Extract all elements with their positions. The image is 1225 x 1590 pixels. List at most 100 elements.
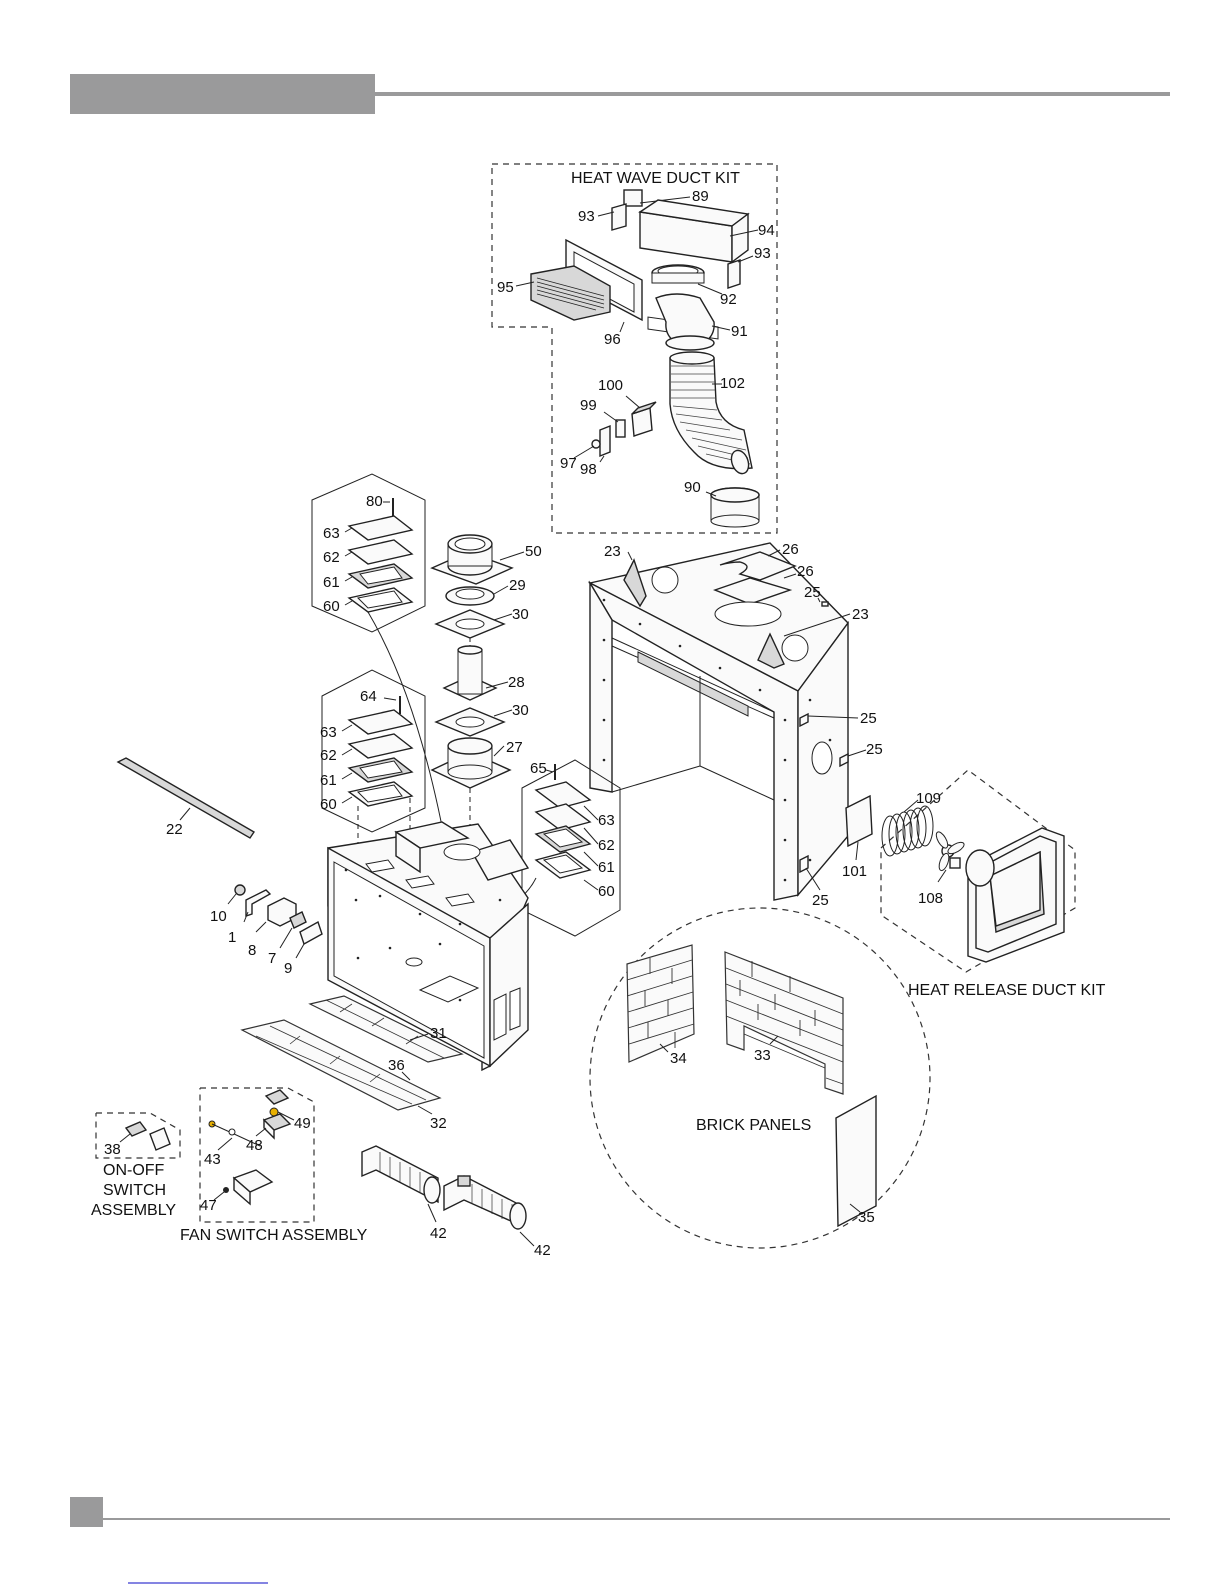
part-47-fan-switch-body: 47	[200, 1170, 272, 1214]
svg-text:92: 92	[720, 291, 737, 308]
svg-text:91: 91	[731, 323, 748, 340]
svg-text:47: 47	[200, 1197, 217, 1214]
svg-text:38: 38	[104, 1141, 121, 1158]
onoff-title-line3: ASSEMBLY	[91, 1202, 176, 1219]
part-10-grommet: 10	[210, 885, 245, 925]
part-90-duct-collar: 90	[684, 479, 759, 527]
part-48-heatsink: 48	[246, 1114, 290, 1154]
baffle-stack-mid: 64 63 62 61 60	[320, 670, 425, 850]
svg-text:97: 97	[560, 455, 577, 472]
svg-text:90: 90	[684, 479, 701, 496]
svg-text:63: 63	[323, 525, 340, 542]
flue-assembly: 50 29 30 28 30	[432, 535, 542, 836]
onoff-switch-assembly: 38 ON-OFF SWITCH ASSEMBLY	[91, 1113, 180, 1219]
svg-text:34: 34	[670, 1050, 687, 1067]
svg-text:10: 10	[210, 908, 227, 925]
part-22-trim-rail: 22	[118, 758, 254, 838]
svg-text:42: 42	[534, 1242, 551, 1259]
svg-text:93: 93	[578, 208, 595, 225]
svg-text:49: 49	[294, 1115, 311, 1132]
svg-text:1: 1	[228, 929, 236, 946]
svg-text:62: 62	[320, 747, 337, 764]
part-34-side-brick-panel: 34	[627, 945, 694, 1067]
fan-switch-title: FAN SWITCH ASSEMBLY	[180, 1227, 368, 1244]
svg-text:50: 50	[525, 543, 542, 560]
svg-text:33: 33	[754, 1047, 771, 1064]
part-102-flex-duct: 102	[670, 352, 752, 476]
part-38-switch: 38	[104, 1122, 170, 1158]
svg-text:108: 108	[918, 890, 943, 907]
svg-text:94: 94	[758, 222, 775, 239]
part-29-gasket-ring: 29	[446, 577, 526, 605]
svg-text:8: 8	[248, 942, 256, 959]
heat-wave-kit-title: HEAT WAVE DUCT KIT	[571, 170, 740, 187]
svg-text:109: 109	[916, 790, 941, 807]
part-35-floor-panel: 35	[836, 1096, 876, 1226]
svg-text:28: 28	[508, 674, 525, 691]
svg-text:98: 98	[580, 461, 597, 478]
heat-wave-duct-kit: HEAT WAVE DUCT KIT 89 94 93 93	[492, 164, 777, 533]
fan-switch-assembly: FAN SWITCH ASSEMBLY 49 48 43 47	[180, 1088, 368, 1244]
svg-text:65: 65	[530, 760, 547, 777]
svg-text:32: 32	[430, 1115, 447, 1132]
svg-text:95: 95	[497, 279, 514, 296]
svg-text:25: 25	[804, 584, 821, 601]
part-42-blower-right: 42	[444, 1176, 551, 1259]
brick-panels-kit: BRICK PANELS 34	[568, 886, 952, 1270]
part-80-screw: 80	[366, 493, 393, 517]
svg-text:25: 25	[860, 710, 877, 727]
svg-text:60: 60	[320, 796, 337, 813]
svg-text:23: 23	[852, 606, 869, 623]
svg-text:26: 26	[797, 563, 814, 580]
svg-text:26: 26	[782, 541, 799, 558]
firebox	[328, 822, 528, 1070]
onoff-title-line2: SWITCH	[103, 1182, 166, 1199]
part-42-blower-left: 42	[362, 1146, 447, 1242]
part-93-bracket-left: 93	[578, 204, 626, 230]
heat-release-duct-kit: HEAT RELEASE DUCT KIT 109 108	[881, 770, 1106, 999]
part-61-frame-a: 61	[323, 564, 412, 591]
svg-text:31: 31	[430, 1025, 447, 1042]
part-60-glass-a: 60	[323, 588, 412, 615]
svg-text:23: 23	[604, 543, 621, 560]
header-rule	[375, 92, 1170, 96]
svg-text:100: 100	[598, 377, 623, 394]
svg-text:48: 48	[246, 1137, 263, 1154]
svg-text:63: 63	[320, 724, 337, 741]
part-9-cover-plate: 9	[284, 922, 322, 977]
footer-rule	[103, 1518, 1170, 1520]
svg-text:22: 22	[166, 821, 183, 838]
svg-text:61: 61	[598, 859, 615, 876]
svg-text:63: 63	[598, 812, 615, 829]
svg-text:35: 35	[858, 1209, 875, 1226]
svg-text:25: 25	[812, 892, 829, 909]
svg-text:43: 43	[204, 1151, 221, 1168]
svg-text:27: 27	[506, 739, 523, 756]
header-band	[70, 74, 375, 114]
part-108-fan: 108	[918, 830, 966, 907]
svg-text:64: 64	[360, 688, 377, 705]
part-27-collar: 27	[432, 738, 523, 788]
svg-text:62: 62	[598, 837, 615, 854]
svg-text:89: 89	[692, 188, 709, 205]
svg-text:29: 29	[509, 577, 526, 594]
outer-casing: 23 23 26 26 25 25	[590, 541, 883, 909]
part-30-gasket-top: 30	[436, 606, 529, 638]
svg-text:60: 60	[598, 883, 615, 900]
onoff-title-line1: ON-OFF	[103, 1162, 165, 1179]
svg-text:93: 93	[754, 245, 771, 262]
svg-text:36: 36	[388, 1057, 405, 1074]
svg-text:62: 62	[323, 549, 340, 566]
part-28-flue-pipe: 28	[444, 646, 525, 700]
svg-text:96: 96	[604, 331, 621, 348]
svg-text:61: 61	[323, 574, 340, 591]
part-63-plate-a: 63	[323, 516, 412, 542]
svg-text:101: 101	[842, 863, 867, 880]
part-62-gasket-a: 62	[323, 540, 412, 566]
heat-release-hood	[966, 828, 1064, 962]
svg-text:42: 42	[430, 1225, 447, 1242]
svg-text:99: 99	[580, 397, 597, 414]
svg-text:102: 102	[720, 375, 745, 392]
